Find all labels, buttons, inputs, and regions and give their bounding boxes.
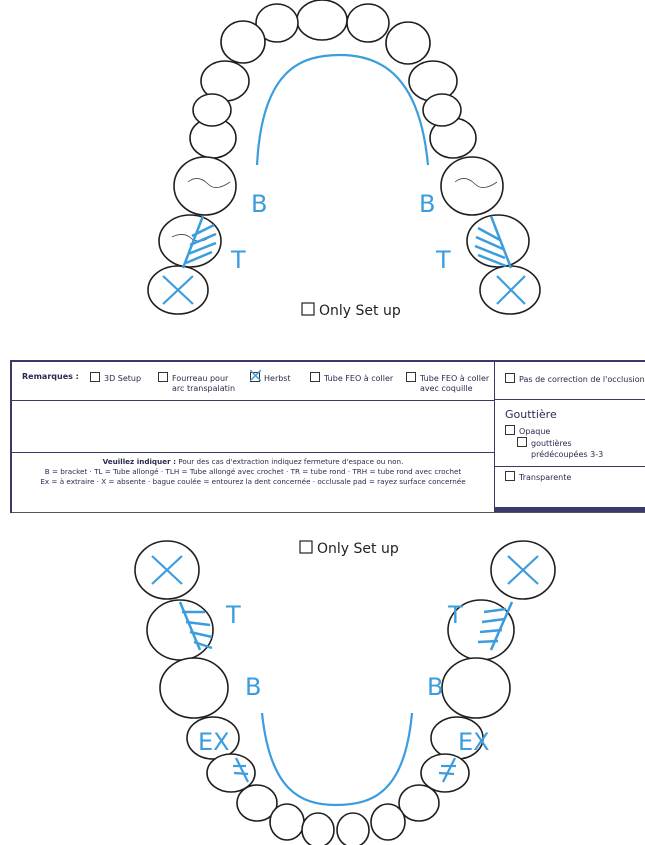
upper-right-tube-label: T bbox=[435, 246, 451, 274]
tooth-u24b bbox=[422, 93, 462, 127]
legend-line-2: B = bracket · TL = Tube allongé · TLH = … bbox=[44, 467, 462, 476]
checkbox-transparent[interactable] bbox=[505, 471, 515, 481]
upper-right-bracket-label: B bbox=[419, 190, 435, 218]
tooth-u23 bbox=[385, 21, 431, 65]
tooth-l33 bbox=[398, 784, 440, 822]
upper-left-hatching bbox=[181, 215, 217, 269]
tooth-u16 bbox=[173, 156, 237, 216]
option-opaque[interactable]: Opaque bbox=[495, 425, 645, 437]
gouttiere-title: Gouttière bbox=[505, 408, 557, 421]
upper-only-setup-checkbox[interactable] bbox=[301, 302, 315, 316]
checkbox-precut[interactable] bbox=[517, 437, 527, 447]
lower-right-bracket-label: B bbox=[427, 673, 443, 701]
tooth-u11 bbox=[296, 0, 348, 41]
upper-teeth bbox=[147, 0, 541, 315]
lower-right-x-mark bbox=[507, 555, 539, 585]
checked-x-icon bbox=[250, 370, 261, 381]
option-precut-line2: prédécoupées 3-3 bbox=[531, 450, 604, 459]
checkbox-tube-feo[interactable] bbox=[310, 372, 320, 382]
tooth-l44 bbox=[206, 753, 256, 793]
upper-left-x-mark bbox=[162, 275, 194, 305]
upper-arch-diagram: B B T T Only Set up bbox=[147, 0, 541, 319]
tooth-l46 bbox=[159, 657, 229, 719]
upper-right-hatching bbox=[474, 215, 513, 269]
lower-right-extract-label: EX bbox=[458, 728, 490, 756]
tooth-l43 bbox=[236, 784, 278, 822]
lower-only-setup-label: Only Set up bbox=[317, 541, 399, 557]
option-3d-setup[interactable]: 3D Setup bbox=[90, 372, 141, 384]
tooth-u13 bbox=[220, 20, 266, 64]
tooth-u14b bbox=[192, 93, 232, 127]
lower-only-setup-checkbox[interactable] bbox=[299, 540, 313, 554]
checkbox-opaque[interactable] bbox=[505, 425, 515, 435]
tooth-l31 bbox=[336, 812, 370, 845]
lower-arch-diagram: Only Set up bbox=[134, 540, 556, 845]
tooth-l36 bbox=[441, 657, 511, 719]
lower-left-small-hatching bbox=[233, 757, 249, 783]
tooth-l47 bbox=[146, 599, 214, 661]
lower-left-x-mark bbox=[151, 555, 183, 585]
option-no-correction[interactable]: Pas de correction de l'occlusion bbox=[495, 362, 645, 400]
remarks-label: Remarques : bbox=[22, 372, 79, 381]
upper-left-bracket-label: B bbox=[251, 190, 267, 218]
right-options-column: Pas de correction de l'occlusion Gouttiè… bbox=[494, 362, 645, 512]
legend-line-3: Ex = à extraire · X = absente · bague co… bbox=[40, 477, 466, 486]
lower-arch-wire bbox=[260, 712, 414, 807]
tooth-l42 bbox=[269, 803, 305, 841]
tooth-u12 bbox=[255, 3, 299, 43]
option-fourreau[interactable]: Fourreau pour arc transpalatin bbox=[158, 372, 235, 394]
lower-left-hatching bbox=[178, 601, 213, 651]
remarks-row: Remarques : 3D Setup Fourreau pour arc t… bbox=[12, 362, 494, 401]
option-precut[interactable]: gouttières bbox=[495, 437, 645, 449]
checkbox-3d-setup[interactable] bbox=[90, 372, 100, 382]
checkbox-tube-feo-coquille[interactable] bbox=[406, 372, 416, 382]
lower-left-bracket-label: B bbox=[245, 673, 261, 701]
column-footer-bar bbox=[495, 507, 645, 512]
legend-block: Veuillez indiquer : Pour des cas d'extra… bbox=[12, 452, 494, 487]
option-tube-feo-coquille[interactable]: Tube FEO à coller avec coquille bbox=[406, 372, 489, 394]
checkbox-fourreau[interactable] bbox=[158, 372, 168, 382]
checkbox-no-correction[interactable] bbox=[505, 373, 515, 383]
order-form-panel: Remarques : 3D Setup Fourreau pour arc t… bbox=[10, 360, 645, 513]
option-herbst[interactable]: Herbst bbox=[250, 370, 291, 384]
lower-left-tube-label: T bbox=[225, 601, 241, 629]
gouttiere-divider bbox=[495, 466, 645, 467]
tooth-u27 bbox=[466, 214, 530, 268]
checkbox-herbst-checked[interactable] bbox=[250, 370, 261, 382]
tooth-u17 bbox=[158, 214, 222, 268]
tooth-u21 bbox=[346, 3, 390, 43]
tooth-l32 bbox=[370, 803, 406, 841]
lower-right-small-hatching bbox=[438, 757, 456, 783]
upper-right-x-mark bbox=[496, 275, 526, 305]
legend-line-1: Pour des cas d'extraction indiquez ferme… bbox=[178, 457, 404, 466]
tooth-u26 bbox=[440, 156, 504, 216]
lower-right-hatching bbox=[477, 601, 514, 651]
upper-arch-wire bbox=[255, 53, 430, 166]
option-transparent[interactable]: Transparente bbox=[495, 471, 645, 483]
upper-only-setup-label: Only Set up bbox=[319, 303, 401, 319]
tooth-l41 bbox=[301, 812, 335, 845]
option-tube-feo[interactable]: Tube FEO à coller bbox=[310, 372, 393, 384]
tooth-l45 bbox=[186, 716, 240, 760]
legend-heading: Veuillez indiquer : bbox=[102, 457, 176, 466]
lower-right-tube-label: T bbox=[447, 601, 463, 629]
lower-teeth bbox=[134, 540, 556, 845]
lower-left-extract-label: EX bbox=[198, 728, 230, 756]
upper-left-tube-label: T bbox=[230, 246, 246, 274]
